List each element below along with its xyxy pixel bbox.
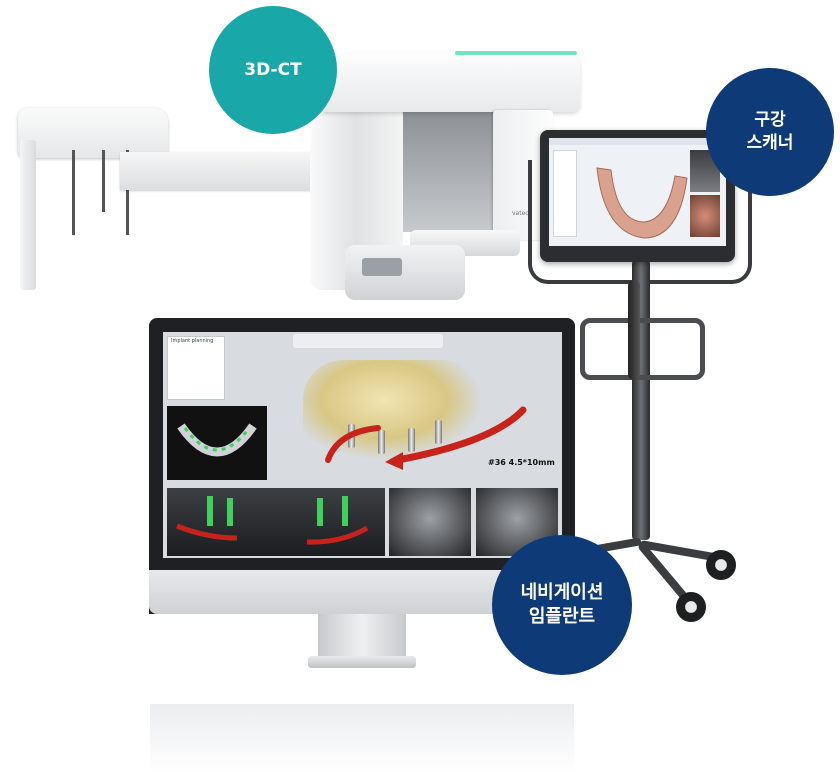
ct-gantry-left	[355, 108, 403, 258]
ct-badge-label: 3D-CT	[244, 59, 302, 80]
ct-rod	[72, 150, 75, 235]
ct-brand-logo: vatech	[512, 210, 533, 217]
scanner-thumbnail	[690, 195, 720, 237]
ct-beam	[120, 152, 320, 190]
panoramic-view	[167, 488, 385, 556]
implant-fixture	[435, 420, 442, 444]
scanner-wheel	[706, 550, 736, 580]
navigation-badge: 네비게이션 임플란트	[492, 535, 632, 675]
ct-head	[318, 52, 580, 112]
cross-section-view	[389, 488, 471, 556]
navigation-badge-line2: 임플란트	[528, 606, 596, 627]
panel-title: Implant planning	[171, 338, 214, 344]
screen-toolbar	[293, 334, 443, 348]
monitor-screen: Implant planning #36 4.5*10mm	[163, 332, 562, 558]
scanner-badge-line1: 구강	[754, 110, 786, 131]
ct-head-arm	[18, 108, 168, 158]
implant-fixture	[378, 430, 385, 454]
ct-control-panel	[362, 258, 402, 276]
scanner-topbar	[549, 138, 726, 145]
navigation-badge-line1: 네비게이션	[520, 581, 604, 603]
monitor-foot	[308, 656, 416, 668]
ct-badge: 3D-CT	[209, 6, 337, 134]
scanner-badge-line2: 스캐너	[746, 133, 794, 153]
scanner-wheel	[676, 592, 706, 622]
monitor-reflection	[150, 704, 574, 774]
scanner-handpiece	[628, 280, 640, 380]
ct-status-light	[455, 51, 577, 55]
scanner-side-panel	[553, 150, 577, 237]
scanner-basket	[580, 318, 705, 380]
implant-planning-panel: Implant planning	[167, 336, 225, 400]
ct-axial-view	[167, 406, 267, 480]
ct-rod	[126, 150, 129, 235]
monitor-neck	[318, 612, 406, 660]
navigation-arrows	[325, 406, 527, 470]
ct-rod	[102, 150, 105, 212]
scanner-badge: 구강 스캐너	[706, 68, 834, 196]
implant-fixture	[408, 428, 415, 452]
ct-side-arm	[20, 140, 36, 290]
implant-size-label: #36 4.5*10mm	[488, 458, 555, 467]
